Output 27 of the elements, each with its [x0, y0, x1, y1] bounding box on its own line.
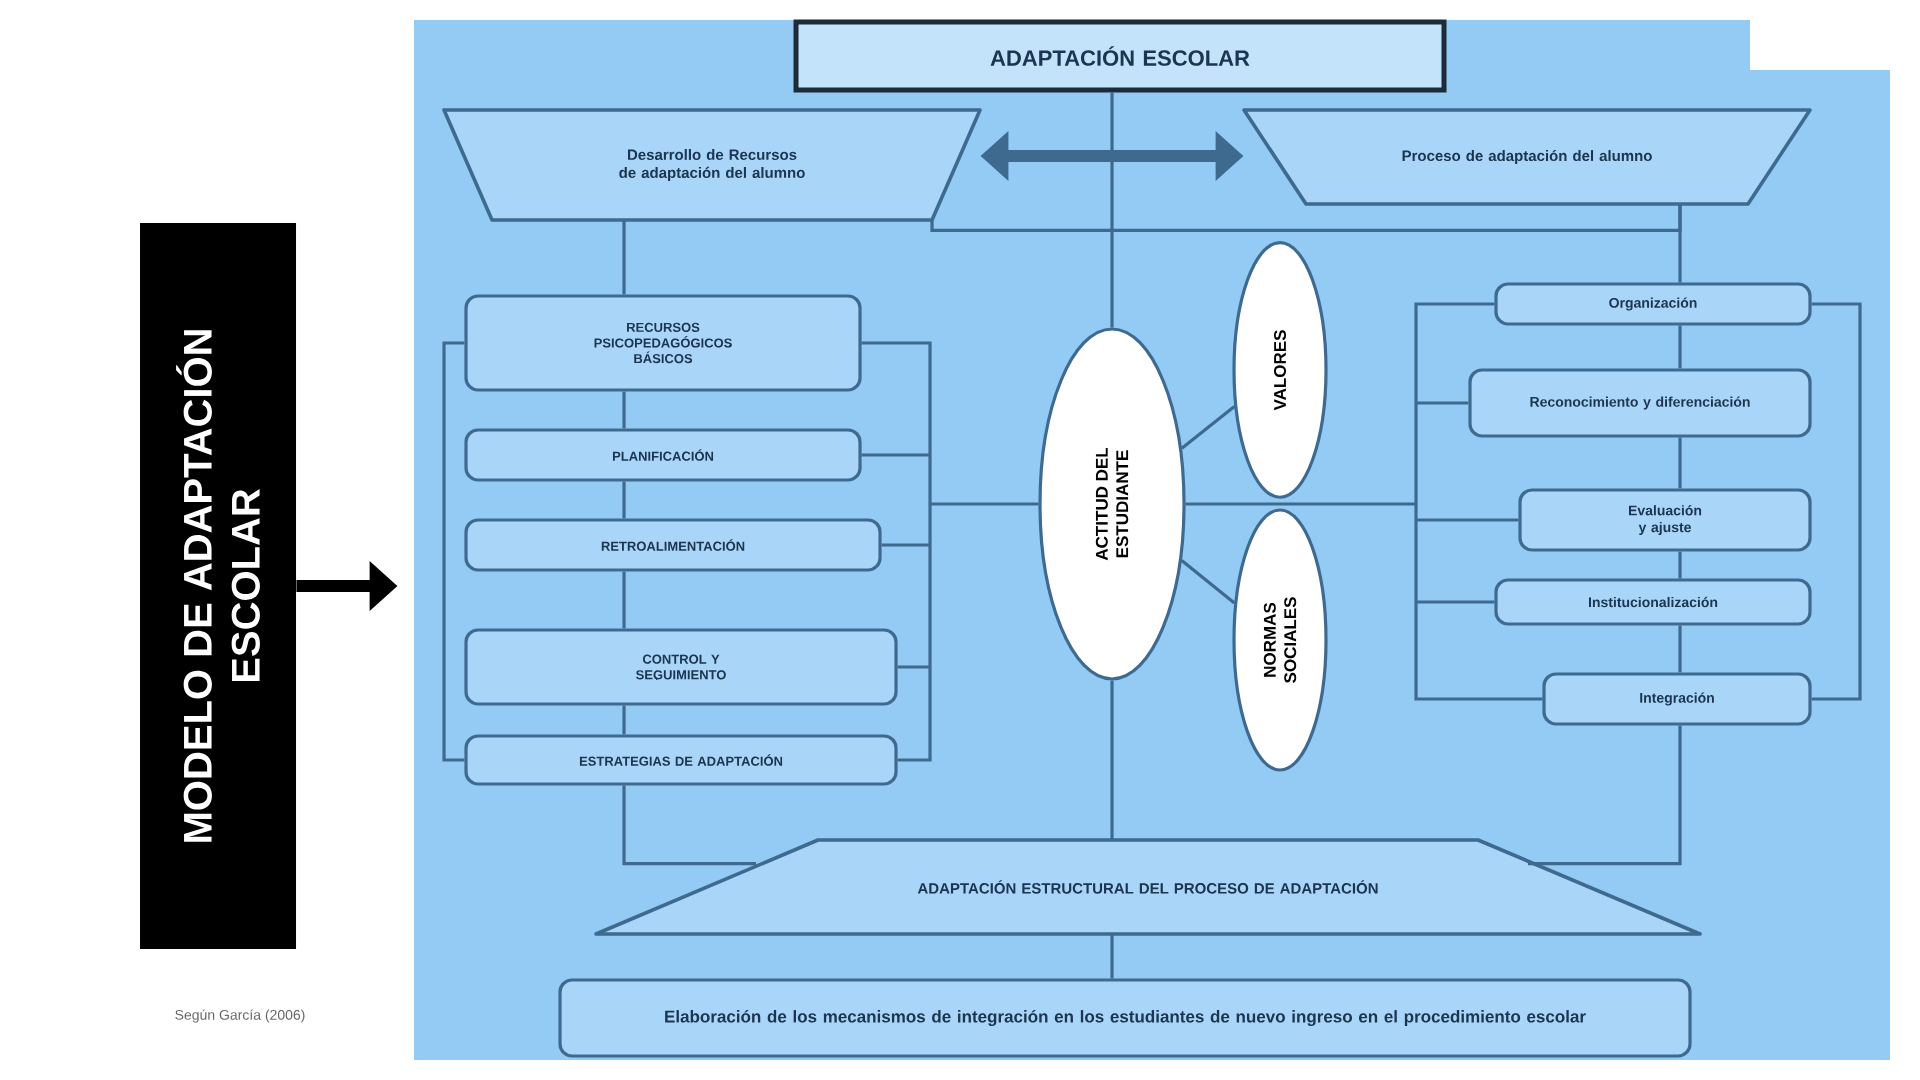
connector-line	[1678, 625, 1682, 673]
connector-line	[1678, 204, 1682, 283]
connector-line	[622, 705, 626, 735]
connector-line	[622, 391, 626, 429]
connector-line	[622, 785, 756, 866]
oval-node: VALORES	[1232, 241, 1328, 499]
title-box: ADAPTACIÓN ESCOLAR	[793, 19, 1447, 93]
oval-node: NORMAS SOCIALES	[1232, 508, 1328, 772]
connector-line	[1678, 325, 1682, 369]
connector-line	[1678, 437, 1682, 489]
connector-line	[622, 220, 626, 295]
process-box: Elaboración de los mecanismos de integración en los estudiantes de nuevo ingreso en el procedimiento escolar	[558, 978, 1692, 1058]
connector-line	[1678, 551, 1682, 579]
connector-line	[1811, 302, 1862, 701]
connector-line	[442, 341, 465, 762]
oval-node: ACTITUD DEL ESTUDIANTE	[1038, 327, 1186, 681]
connector-line	[622, 571, 626, 629]
vertical-title-box: MODELO DE ADAPTACIÓN ESCOLAR	[140, 223, 296, 949]
connector-line	[622, 481, 626, 519]
connector-line	[860, 341, 1040, 762]
connector-line	[1528, 725, 1682, 866]
connector-line	[1184, 302, 1544, 701]
connector-line	[1110, 680, 1114, 840]
connector-line	[1110, 934, 1114, 979]
connector-line	[1180, 559, 1236, 605]
connector-line	[1110, 92, 1114, 328]
connector-line	[1180, 405, 1236, 450]
